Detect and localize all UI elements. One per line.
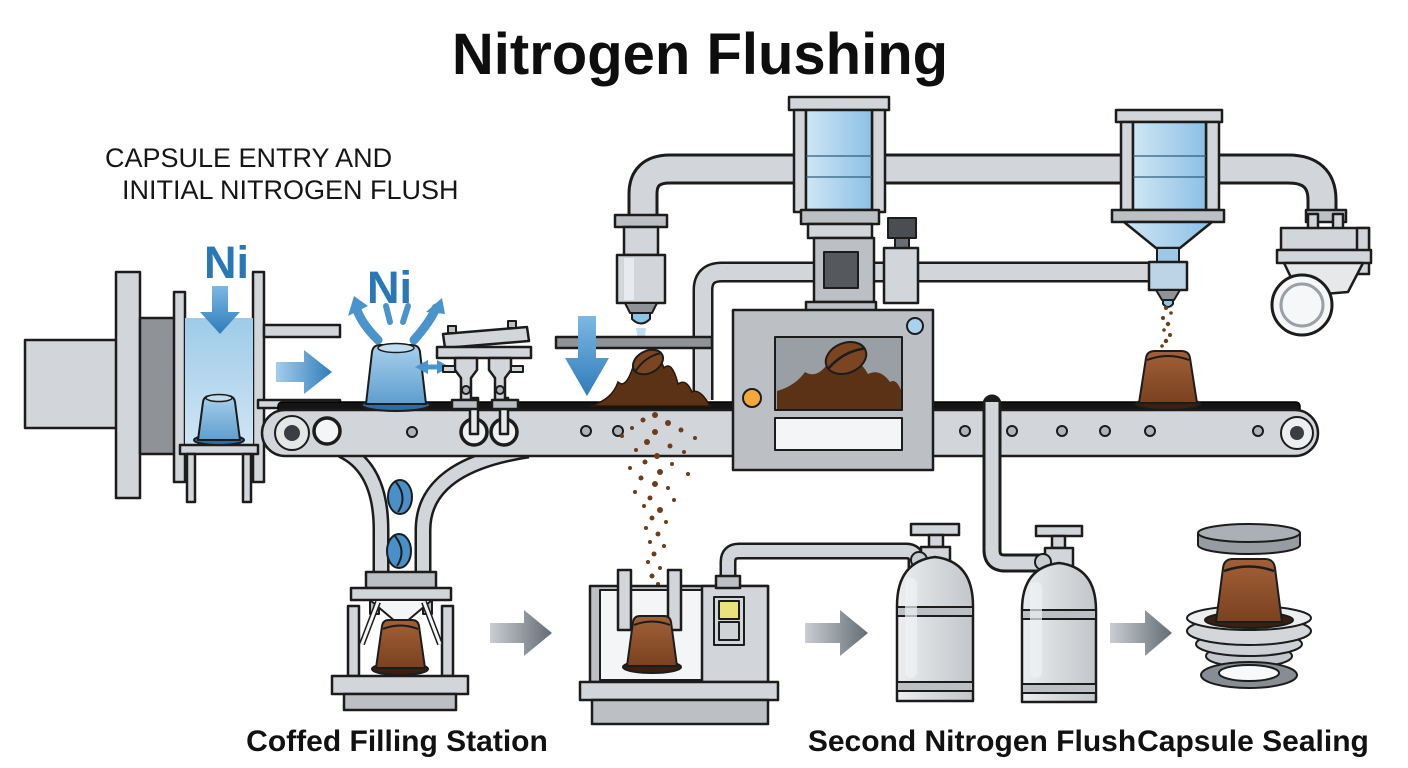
belt-holes [406,425,1264,438]
control-box [731,308,935,472]
chute-flange [349,586,453,602]
coffee-stream [620,412,697,594]
tank-sight-glass [804,108,874,212]
coffee-hopper [1110,108,1226,348]
entry-top-bar [262,323,342,339]
nitrogen-symbol-2: Ni [367,262,412,313]
capsule-brown-station-2 [622,615,682,674]
station-label-second-flush: Second Nitrogen Flush [808,725,1136,758]
entry-label-line2: INITIAL NITROGEN FLUSH [122,175,459,205]
control-panel-strip [774,417,903,451]
central-nitrogen-tank [787,95,891,316]
coffee-bean-icon [631,348,665,376]
transfer-right-arrow [276,350,332,394]
capsule-blue-on-belt [361,342,431,412]
flush-down-arrow [565,316,609,396]
entry-label-line1: CAPSULE ENTRY AND [105,143,392,173]
station-label-filling: Coffed Filling Station [246,725,548,758]
coffee-bean-window [824,341,868,375]
capsule-brown-sealing [1215,558,1283,623]
coffee-mound-belt [589,348,712,407]
flush-platform [554,335,714,350]
station-label-sealing: Capsule Sealing [1137,725,1369,758]
cylinder-1-valve-handle [909,522,961,537]
capsule-brown-station-1 [371,619,429,676]
capsule-drop-chute [338,441,530,602]
nitrogen-cylinder-1 [895,522,975,703]
page-title: Nitrogen Flushing [452,22,948,87]
cylinder-2-valve-handle [1034,524,1084,538]
nitrogen-cylinder-2 [1020,524,1098,704]
sensor-unit [882,217,920,305]
blue-indicator [906,317,924,335]
chute-collar [364,570,438,590]
chamber-stand-top [178,443,260,456]
nitrogen-down-arrow [200,286,240,334]
capsule-brown-on-belt [1135,350,1201,411]
capsule-blue-in-chamber [193,393,245,446]
coffee-filling-station [330,599,470,712]
filling-machine [578,568,780,726]
hopper-dosing-valve [1147,260,1189,292]
pedestal-window [823,251,859,289]
capsule-entry-machine [23,270,342,504]
process-arrow-1 [490,610,552,656]
sealing-lid-disc [1197,523,1301,555]
coffee-bean-chute-1 [387,479,413,515]
yellow-button [718,600,740,620]
gripper-mechanism [435,320,533,436]
entry-feed-arm [23,338,127,430]
entry-block [138,316,180,456]
coffee-drip-stream [1160,306,1173,348]
process-arrow-3 [1110,610,1172,656]
nitrogen-spray-arrows [348,296,445,345]
nitrogen-symbol-1: Ni [204,237,249,288]
capsule-sealing-assembly [1186,523,1312,689]
orange-indicator [742,388,762,408]
hopper-sight-glass [1131,120,1208,212]
gray-button [718,621,740,641]
sealing-ring [1200,661,1298,689]
coffee-bean-chute-2 [386,533,412,569]
entry-plate [114,270,142,500]
nitrogen-nozzle-1 [613,213,669,346]
discharge-blower [1270,208,1373,337]
process-arrow-2 [805,610,868,656]
